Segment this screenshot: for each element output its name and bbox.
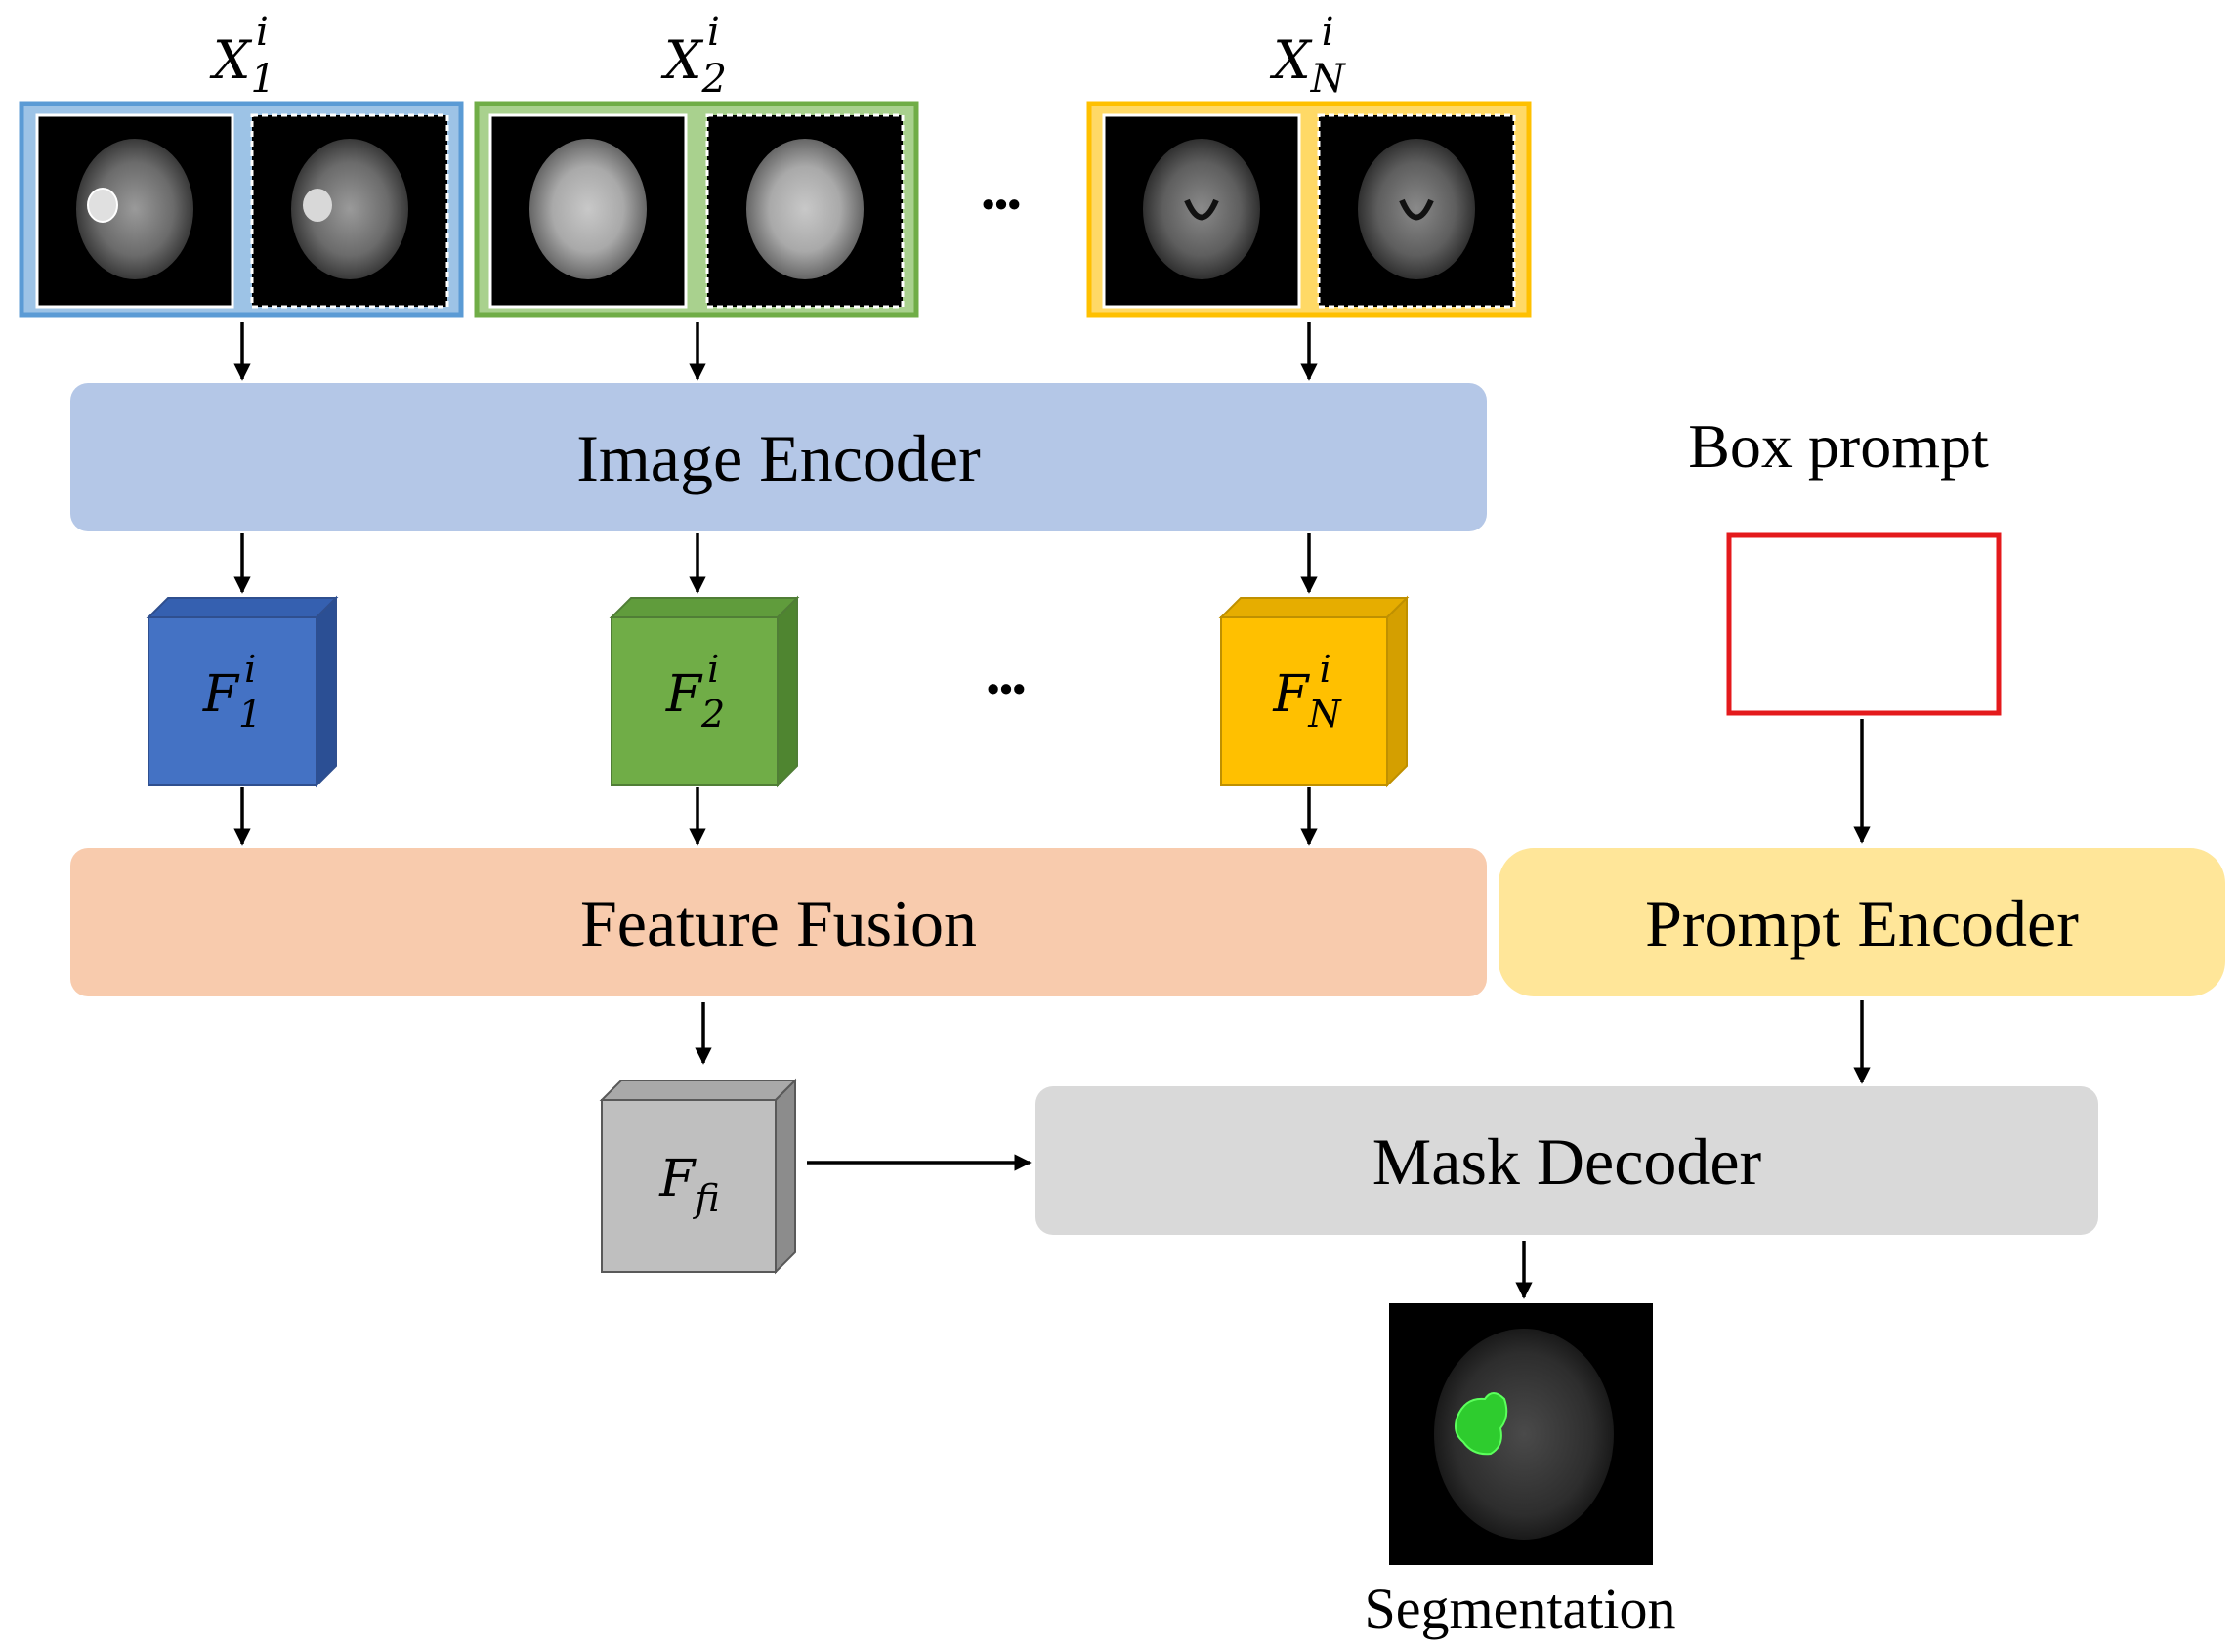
- segmentation-mask: [1455, 1392, 1508, 1456]
- feature-label-1: F1i: [202, 648, 262, 736]
- fused-feature-cube: Ffi: [599, 1078, 798, 1275]
- fused-feature-label: Ffi: [658, 1150, 719, 1220]
- image-encoder-block: [70, 383, 1487, 531]
- input-label-n: XNi: [1269, 10, 1346, 102]
- ventricles-nb: [1399, 198, 1434, 221]
- image-encoder-label: Image Encoder: [576, 421, 981, 495]
- segmentation-label: Segmentation: [1365, 1577, 1676, 1640]
- feature-cube-2: F2i: [609, 595, 800, 788]
- ellipsis-inputs: •••: [982, 185, 1021, 226]
- brain-nb: [1358, 139, 1475, 279]
- brain-1a: [76, 139, 193, 279]
- input-label-1: X1i: [209, 10, 275, 102]
- mask-decoder-label: Mask Decoder: [1372, 1124, 1762, 1199]
- brain-2b: [746, 139, 864, 279]
- brain-2a: [529, 139, 647, 279]
- input-group-n: XNi: [1086, 10, 1532, 318]
- ellipsis-features: •••: [987, 669, 1026, 710]
- input-group-2: X2i: [474, 10, 919, 318]
- input-label-2: X2i: [660, 10, 727, 102]
- box-prompt-label: Box prompt: [1688, 411, 1989, 481]
- feature-label-2: F2i: [665, 648, 725, 736]
- segmentation-brain: [1434, 1329, 1614, 1540]
- prompt-encoder-block: [1499, 848, 2225, 996]
- input-group-1: X1i: [19, 10, 464, 318]
- feature-fusion-label: Feature Fusion: [580, 886, 977, 960]
- segmentation-output: [1389, 1303, 1653, 1565]
- lesion-1a: [87, 188, 118, 223]
- feature-cube-1: F1i: [146, 595, 339, 788]
- feature-label-n: FNi: [1272, 648, 1342, 736]
- brain-1b: [291, 139, 408, 279]
- feature-fusion-block: [70, 848, 1487, 996]
- box-prompt-rect: [1726, 532, 2002, 716]
- ventricles-na: [1184, 198, 1219, 221]
- prompt-encoder-label: Prompt Encoder: [1645, 886, 2079, 960]
- brain-na: [1143, 139, 1260, 279]
- mask-decoder-block: [1035, 1086, 2098, 1235]
- lesion-1b: [303, 189, 332, 222]
- feature-cube-n: FNi: [1218, 595, 1410, 788]
